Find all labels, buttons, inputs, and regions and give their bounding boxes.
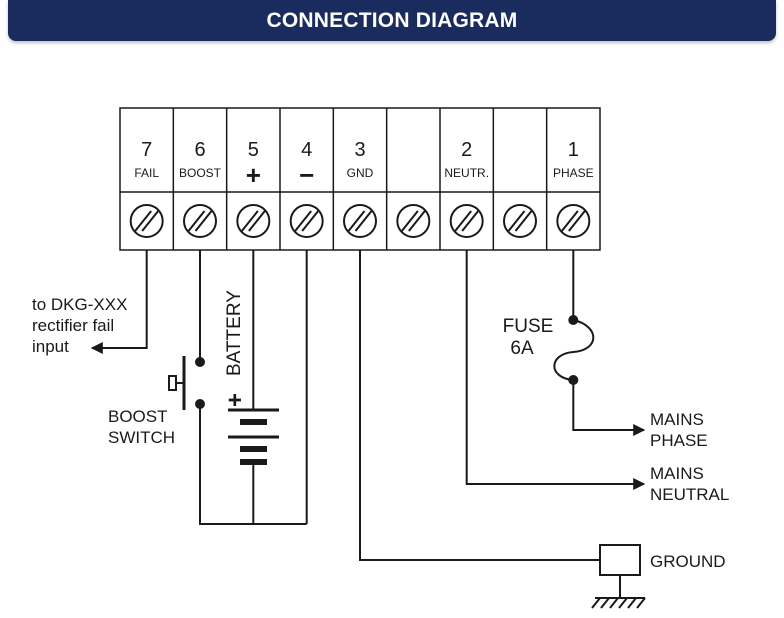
screw-head: [289, 204, 324, 238]
terminal-1-number: 1: [568, 139, 579, 161]
fuse-label-line2: 6A: [510, 338, 534, 359]
terminal-3-number: 3: [354, 139, 365, 161]
wire-mains-phase: [572, 380, 646, 436]
screw-slot: [134, 210, 152, 232]
terminal-screw: [343, 204, 377, 238]
screw-slot: [401, 210, 419, 232]
boost-switch-symbol: [168, 356, 205, 410]
terminal-screw: [449, 204, 484, 238]
terminal-screw: [396, 204, 431, 238]
mains-phase-label-line2: PHASE: [650, 431, 708, 450]
ground-label: GROUND: [650, 552, 726, 571]
switch-contact-bottom: [195, 399, 205, 409]
terminal-7-number: 7: [141, 139, 152, 161]
screw-head: [449, 204, 484, 238]
terminal-screw: [556, 204, 591, 238]
screw-slot: [301, 210, 319, 232]
screw-head: [343, 204, 377, 238]
terminal-3-label: GND: [347, 166, 374, 180]
fuse-label-line1: FUSE: [503, 316, 554, 337]
screw-slot: [568, 210, 586, 232]
battery-label: BATTERY: [224, 290, 245, 376]
boost-switch-label-line2: SWITCH: [108, 428, 175, 447]
diagram-header: CONNECTION DIAGRAM: [8, 0, 776, 41]
screw-slot: [294, 210, 312, 232]
screw-slot: [354, 210, 373, 232]
terminal-screw: [236, 204, 271, 238]
wire-mains-neutral: [465, 250, 646, 490]
terminal-4-minus-symbol: −: [299, 160, 314, 190]
screw-slot: [347, 210, 366, 232]
ground-hatch-5: [627, 597, 637, 609]
screw-head: [183, 204, 217, 238]
wire-boost-lower: [199, 404, 307, 525]
terminal-2-number: 2: [461, 139, 472, 161]
ground-hatch-2: [600, 597, 610, 609]
rectifier-label-line2: rectifier fail: [32, 316, 114, 335]
fuse-symbol: [553, 319, 595, 381]
fuse-dot-top: [568, 315, 579, 325]
terminal-screw: [503, 204, 537, 238]
terminal-labels: 7 FAIL 6 BOOST 5 + 4 − 3 GND 2 NEUTR. 1 …: [134, 139, 593, 190]
ground-hatch-1: [591, 597, 601, 609]
terminal-6-label: BOOST: [179, 166, 222, 180]
screw-head: [236, 204, 271, 238]
screw-head: [556, 204, 591, 238]
switch-button: [168, 375, 177, 391]
screw-slot: [141, 210, 159, 232]
switch-contact-top: [195, 357, 205, 367]
mains-neutral-label-line1: MAINS: [650, 464, 704, 483]
screw-head: [129, 204, 164, 238]
screw-slot: [408, 210, 426, 232]
wire-ground: [359, 250, 600, 561]
terminal-6-number: 6: [194, 139, 205, 161]
terminal-screw: [129, 204, 164, 238]
rectifier-label-line1: to DKG-XXX: [32, 295, 127, 314]
ground-hatch-3: [609, 597, 619, 609]
battery-plus-label: +: [222, 393, 249, 407]
battery-symbol: [228, 408, 279, 465]
wire-fail-to-rectifier: [90, 250, 148, 354]
terminal-2-label: NEUTR.: [444, 166, 489, 180]
screw-slot: [194, 210, 213, 232]
diagram-title: CONNECTION DIAGRAM: [266, 8, 518, 32]
terminal-4-number: 4: [301, 139, 312, 161]
screw-slot: [187, 210, 206, 232]
screw-head: [396, 204, 431, 238]
terminal-block: [119, 107, 601, 251]
ground-hatch-6: [636, 597, 646, 609]
fuse-dot-bottom: [568, 375, 579, 385]
screw-slot: [248, 210, 266, 232]
ground-box: [599, 544, 641, 576]
screw-slot: [454, 210, 472, 232]
terminal-screw: [289, 204, 324, 238]
wiring: [90, 250, 646, 561]
ground-hatch-4: [618, 597, 628, 609]
terminal-screw: [183, 204, 217, 238]
screw-slot: [241, 210, 259, 232]
ground-symbol: [591, 544, 646, 609]
rectifier-label-line3: input: [32, 337, 69, 356]
terminal-1-label: PHASE: [553, 166, 594, 180]
mains-neutral-label-line2: NEUTRAL: [650, 485, 729, 504]
screw-slot: [507, 210, 526, 232]
screw-head: [503, 204, 537, 238]
screw-slot: [461, 210, 479, 232]
terminal-5-plus-symbol: +: [246, 160, 261, 190]
boost-switch-label-line1: BOOST: [108, 407, 168, 426]
screw-slot: [514, 210, 533, 232]
terminal-7-label: FAIL: [134, 166, 159, 180]
terminal-5-number: 5: [248, 139, 259, 161]
screw-slot: [561, 210, 579, 232]
mains-phase-label-line1: MAINS: [650, 410, 704, 429]
